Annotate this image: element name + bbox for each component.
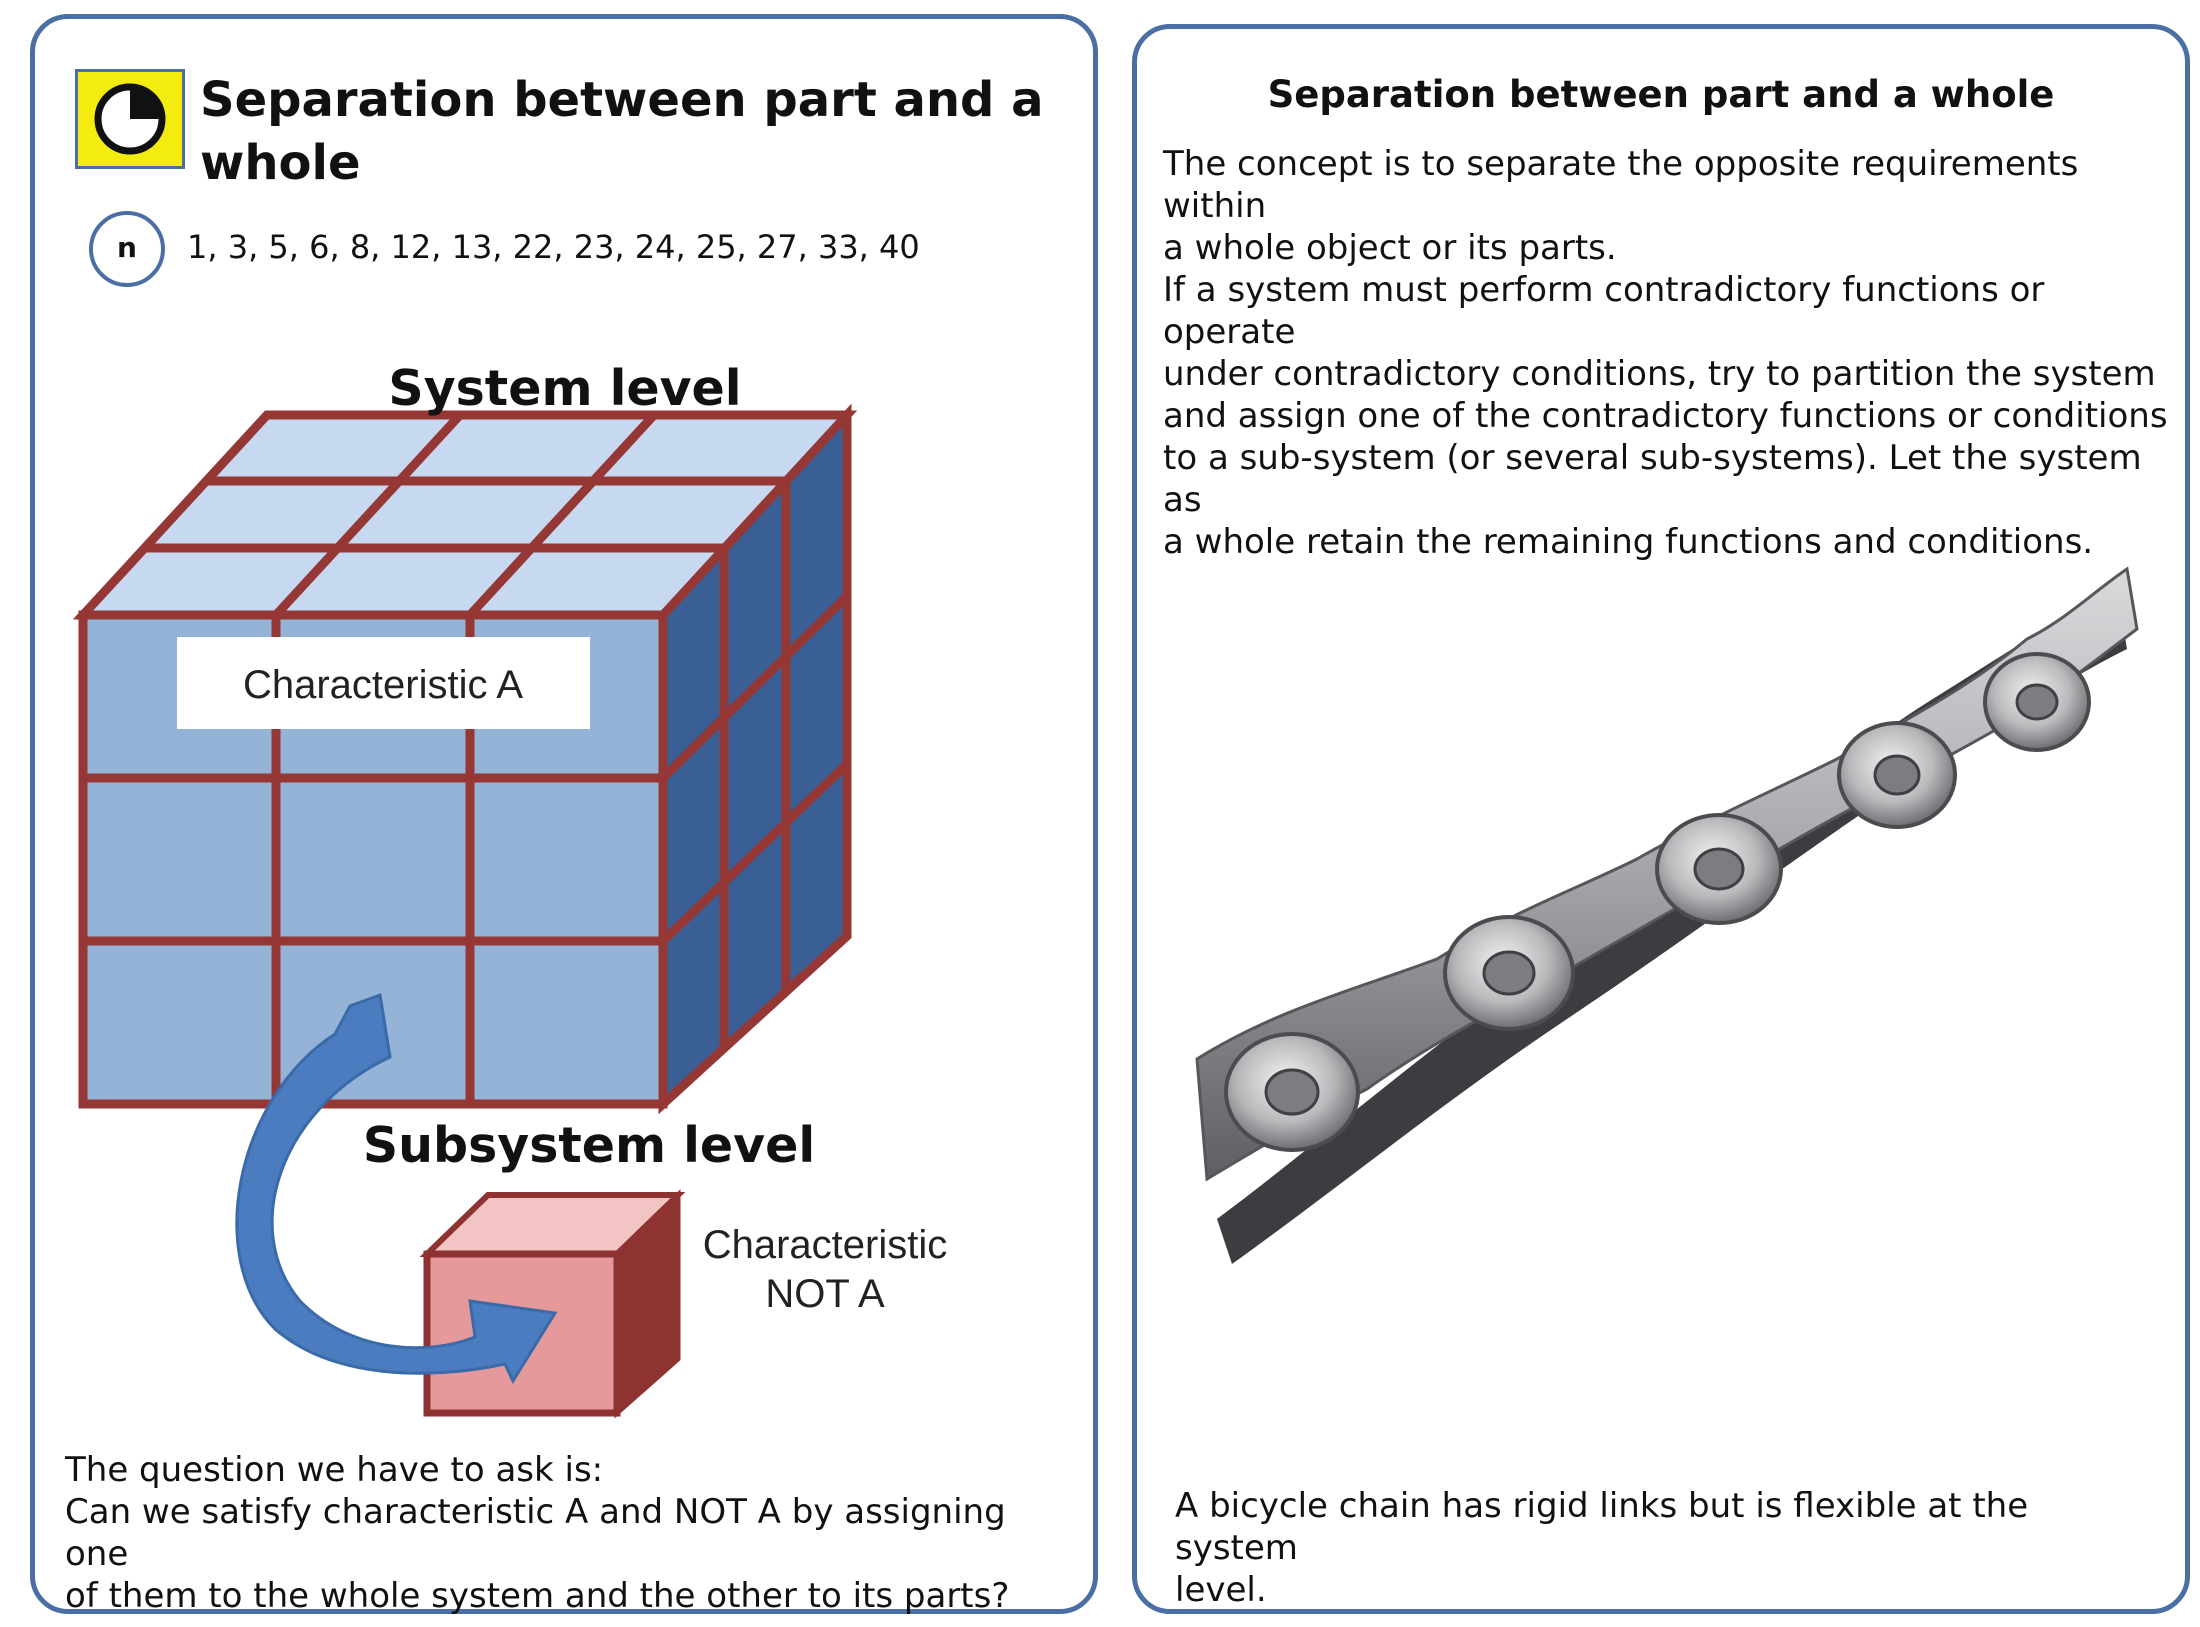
pie-chart-icon [94,83,166,155]
cube-side-grid [659,481,851,1048]
card-title: Separation between part and a whole [200,72,1044,191]
body-line-5: and assign one of the contradictory func… [1163,396,2168,436]
characteristic-not-a-line1: Characteristic [703,1223,948,1267]
system-level-label: System level [388,360,741,417]
question-line-2: Can we satisfy characteristic A and NOT … [65,1492,1006,1574]
body-line-2: a whole object or its parts. [1163,228,1617,268]
part-whole-diagram: Characteristic A System level Subsystem … [72,360,948,1419]
question-line-3: of them to the whole system and the othe… [65,1576,1010,1616]
chain-caption: A bicycle chain has rigid links but is f… [1175,1485,2155,1611]
left-card: Separation between part and a whole n 1,… [30,14,1098,1617]
principle-numbers: 1, 3, 5, 6, 8, 12, 13, 22, 23, 24, 25, 2… [187,228,920,266]
caption-line-2: level. [1175,1570,1267,1610]
card-title: Separation between part and a whole [1267,73,2055,116]
characteristic-not-a-line2: NOT A [765,1272,885,1316]
cube-top-grid [144,411,786,619]
characteristic-a-box [177,637,590,729]
body-line-4: under contradictory conditions, try to p… [1163,354,2156,394]
characteristic-a-label: Characteristic A [243,663,523,707]
principle-marker: n [89,211,165,287]
subsystem-level-label: Subsystem level [363,1117,815,1174]
body-line-6: to a sub-system (or several sub-systems)… [1163,438,2142,520]
curved-arrow-icon [235,992,558,1385]
bicycle-chain-photo [1195,566,2139,1264]
principle-description: The concept is to separate the opposite … [1163,143,2173,563]
caption-line-1: A bicycle chain has rigid links but is f… [1175,1486,2029,1568]
body-line-1: The concept is to separate the opposite … [1163,144,2079,226]
body-line-7: a whole retain the remaining functions a… [1163,522,2094,562]
right-card: Separation between part and a whole The … [1132,24,2190,1614]
pie-chart-icon-box [75,69,185,169]
guiding-question: The question we have to ask is: Can we s… [65,1449,1075,1617]
chain-link-rollers [1224,652,2091,1152]
body-line-3: If a system must perform contradictory f… [1163,270,2045,352]
question-line-1: The question we have to ask is: [65,1450,604,1490]
